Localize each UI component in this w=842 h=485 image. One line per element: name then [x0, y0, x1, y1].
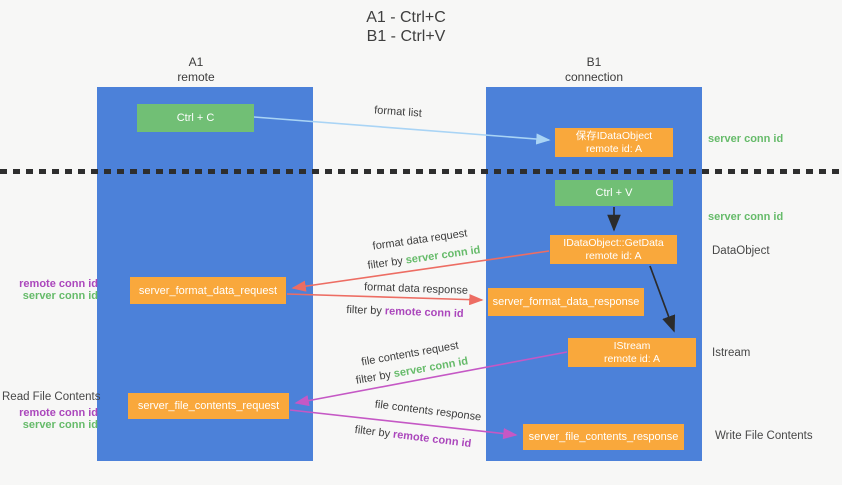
title-line-2: B1 - Ctrl+V [366, 28, 446, 45]
phase-divider-dotted-line [0, 169, 842, 174]
edge-label-format-data-response: format data response [363, 281, 469, 297]
node-istream: IStream remote id: A [568, 338, 696, 367]
node-ctrl-v-label: Ctrl + V [595, 187, 633, 199]
node-idataobject-getdata: IDataObject::GetData remote id: A [550, 235, 677, 264]
node-file-response-label: server_file_contents_response [528, 431, 679, 443]
annotation-server-conn-id-top: server conn id [708, 133, 784, 145]
node-save-idataobject-line1: 保存IDataObject [575, 129, 653, 142]
node-getdata-line2: remote id: A [585, 249, 642, 262]
annotation-format-server-conn-id: server conn id [22, 289, 98, 302]
node-save-idataobject-line2: remote id: A [585, 142, 642, 155]
column-a1-name: A1 [188, 55, 204, 69]
edge-label-file-contents-response: file contents response [374, 398, 482, 424]
node-istream-line1: IStream [613, 339, 651, 352]
node-ctrl-c-label: Ctrl + C [176, 112, 215, 124]
node-format-request-label: server_format_data_request [138, 284, 278, 297]
title-line-1: A1 - Ctrl+C [366, 9, 446, 26]
node-server-format-data-request: server_format_data_request [130, 277, 286, 304]
node-save-idataobject: 保存IDataObject remote id: A [555, 128, 673, 157]
annotation-file-server-conn-id: server conn id [22, 418, 98, 431]
node-ctrl-c: Ctrl + C [137, 104, 254, 132]
node-server-file-contents-response: server_file_contents_response [523, 424, 684, 450]
annotation-format-conn-ids: remote conn id server conn id [6, 278, 98, 302]
column-b1-name: B1 [586, 55, 602, 69]
annotation-server-conn-id-mid: server conn id [708, 211, 784, 223]
node-format-response-label: server_format_data_response [492, 296, 640, 308]
annotation-dataobject: DataObject [712, 245, 770, 257]
column-header-a1: A1 remote [121, 55, 271, 85]
diagram-title: A1 - Ctrl+C B1 - Ctrl+V [286, 8, 526, 46]
node-server-format-data-response: server_format_data_response [488, 288, 644, 316]
node-istream-line2: remote id: A [603, 352, 661, 365]
annotation-write-file-contents: Write File Contents [715, 430, 813, 442]
column-header-b1: B1 connection [519, 55, 669, 85]
column-b1-subtitle: connection [564, 70, 624, 84]
node-getdata-line1: IDataObject::GetData [563, 236, 664, 249]
annotation-read-file-contents: Read File Contents [2, 391, 101, 403]
annotation-istream: Istream [712, 347, 751, 359]
annotation-format-remote-conn-id: remote conn id [19, 278, 98, 290]
column-a1-subtitle: remote [177, 70, 215, 84]
annotation-file-remote-conn-id: remote conn id [19, 407, 98, 419]
node-ctrl-v: Ctrl + V [555, 180, 673, 206]
node-server-file-contents-request: server_file_contents_request [128, 393, 289, 419]
annotation-file-conn-ids: remote conn id server conn id [6, 407, 98, 431]
node-file-request-label: server_file_contents_request [137, 400, 280, 412]
edge-label-format-list: format list [373, 104, 423, 120]
